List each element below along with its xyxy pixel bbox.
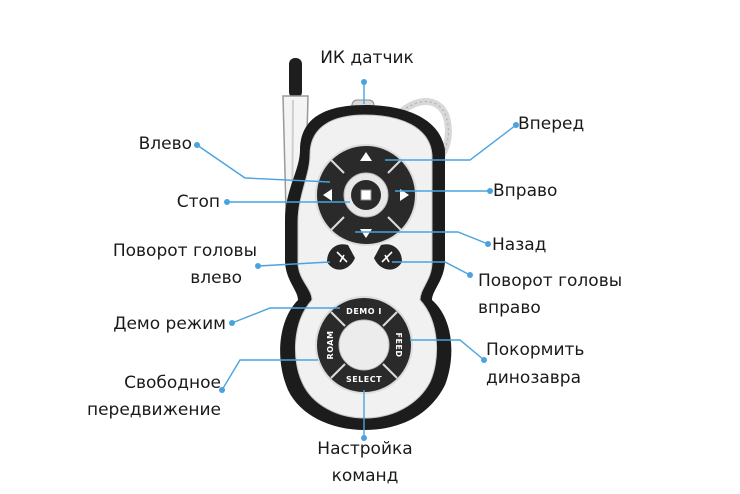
- select-button-label[interactable]: SELECT: [346, 375, 382, 384]
- label-head-right-line2: вправо: [478, 298, 541, 318]
- label-head-right-line1: Поворот головы: [478, 271, 623, 291]
- label-forward: Вперед: [518, 114, 585, 134]
- label-feed-line2: динозавра: [486, 368, 582, 388]
- arrow-down-icon[interactable]: [360, 229, 372, 238]
- label-right: Вправо: [493, 181, 558, 201]
- label-back: Назад: [492, 235, 547, 255]
- feed-button-label[interactable]: FEED: [394, 332, 403, 357]
- dino-head-right-icon: [381, 251, 393, 263]
- label-free-move-line2: передвижение: [86, 400, 221, 420]
- arrow-left-icon[interactable]: [323, 189, 332, 201]
- label-setup-line1: Настройка: [317, 439, 413, 459]
- arrow-right-icon[interactable]: [400, 189, 409, 201]
- label-setup-line2: команд: [331, 466, 399, 486]
- stop-square-icon[interactable]: [360, 189, 372, 201]
- label-demo-mode: Демо режим: [113, 314, 226, 334]
- head-left-button[interactable]: [327, 244, 355, 270]
- mode-ring: [315, 296, 413, 394]
- label-free-move-line1: Свободное: [124, 373, 221, 393]
- head-right-button[interactable]: [374, 244, 402, 270]
- label-head-left-line1: Поворот головы: [112, 241, 257, 261]
- leader-lines: [196, 82, 517, 438]
- arrow-up-icon[interactable]: [360, 152, 372, 161]
- label-feed-line1: Покормить: [486, 340, 585, 360]
- dino-head-left-icon: [336, 251, 348, 263]
- label-ir-sensor: ИК датчик: [320, 48, 414, 68]
- roam-button-label[interactable]: ROAM: [326, 331, 335, 360]
- label-head-left-line2: влево: [190, 268, 242, 288]
- label-left: Влево: [138, 134, 192, 154]
- leader-dots: [194, 79, 519, 441]
- demo-button-label[interactable]: DEMO I: [346, 307, 382, 316]
- label-stop: Стоп: [176, 192, 220, 212]
